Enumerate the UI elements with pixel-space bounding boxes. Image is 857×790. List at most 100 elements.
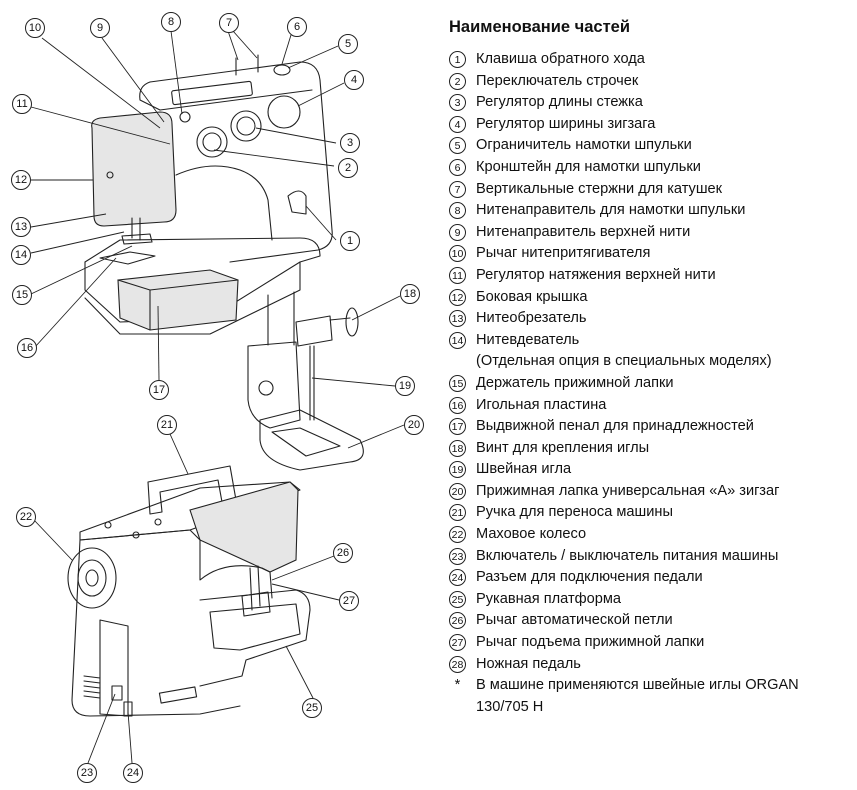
svg-text:23: 23 bbox=[81, 767, 93, 779]
legend-item-label: Держатель прижимной лапки bbox=[476, 374, 674, 391]
svg-text:26: 26 bbox=[337, 547, 349, 559]
legend-item-number: 1 bbox=[449, 51, 466, 68]
legend-item-number: 13 bbox=[449, 310, 466, 328]
svg-text:24: 24 bbox=[127, 767, 139, 779]
svg-text:27: 27 bbox=[343, 595, 355, 607]
legend-item-number: 14 bbox=[449, 331, 466, 349]
svg-text:9: 9 bbox=[97, 22, 103, 34]
callout-11: 11 bbox=[12, 94, 32, 114]
svg-text:5: 5 bbox=[345, 38, 351, 50]
callout-27: 27 bbox=[339, 591, 359, 611]
legend-item-number: 22 bbox=[449, 526, 466, 544]
callout-9: 9 bbox=[90, 18, 110, 38]
legend-item-number: 3 bbox=[449, 94, 466, 112]
callout-13: 13 bbox=[11, 217, 31, 237]
svg-text:17: 17 bbox=[153, 384, 165, 396]
legend-item: 1 Клавиша обратного хода bbox=[449, 49, 849, 71]
legend-item-label: Рычаг нитепритягивателя bbox=[476, 245, 651, 262]
legend-item-label: Регулятор длины стежка bbox=[476, 94, 643, 111]
legend-item: 5 Ограничитель намотки шпульки bbox=[449, 135, 849, 157]
callout-17: 17 bbox=[149, 380, 169, 400]
callout-14: 14 bbox=[11, 245, 31, 265]
legend-item: 4 Регулятор ширины зигзага bbox=[449, 114, 849, 136]
svg-text:1: 1 bbox=[347, 235, 353, 247]
legend-item-label: Регулятор натяжения верхней нити bbox=[476, 266, 716, 283]
svg-text:19: 19 bbox=[399, 380, 411, 392]
callout-7: 7 bbox=[219, 13, 239, 33]
legend-item-number: 20 bbox=[449, 482, 466, 500]
legend-item: 3 Регулятор длины стежка bbox=[449, 92, 849, 114]
callout-6: 6 bbox=[287, 17, 307, 37]
svg-text:2: 2 bbox=[345, 162, 351, 174]
legend-item-number: 9 bbox=[449, 223, 466, 241]
legend-item-number: 23 bbox=[449, 547, 466, 565]
callout-1: 1 bbox=[340, 231, 360, 251]
legend-item-label: Ограничитель намотки шпульки bbox=[476, 137, 692, 154]
legend-item-label: Ножная педаль bbox=[476, 655, 581, 672]
svg-text:7: 7 bbox=[226, 17, 232, 29]
legend-item-number: 6 bbox=[449, 158, 466, 176]
footnote: * В машине применяются швейные иглы ORGA… bbox=[449, 675, 849, 718]
callout-10: 10 bbox=[25, 18, 45, 38]
parts-list: 1 Клавиша обратного хода 2 Переключатель ст… bbox=[449, 49, 849, 675]
legend-item-number: 16 bbox=[449, 396, 466, 414]
legend-title: Наименование частей bbox=[449, 18, 630, 36]
legend-item-number: 8 bbox=[449, 202, 466, 220]
svg-text:4: 4 bbox=[351, 74, 357, 86]
legend-item-number: 5 bbox=[449, 137, 466, 155]
legend-item-label: Нитенаправитель верхней нити bbox=[476, 223, 691, 240]
svg-text:20: 20 bbox=[408, 419, 420, 431]
legend-item-label: Разъем для подключения педали bbox=[476, 569, 703, 586]
parts-legend: Наименование частей 1 Клавиша обратного х… bbox=[449, 18, 849, 718]
legend-item-number: 7 bbox=[449, 180, 466, 198]
legend-item: 27 Рычаг подъема прижимной лапки bbox=[449, 632, 849, 654]
footnote-text: В машине применяются швейные иглы ORGAN … bbox=[476, 677, 799, 715]
legend-item-number: 4 bbox=[449, 115, 466, 133]
legend-item-label: Включатель / выключатель питания машины bbox=[476, 547, 779, 564]
legend-item-number: 2 bbox=[449, 72, 466, 90]
legend-item: 15 Держатель прижимной лапки bbox=[449, 373, 849, 395]
svg-text:25: 25 bbox=[306, 702, 318, 714]
legend-item-number: 27 bbox=[449, 634, 466, 652]
callout-8: 8 bbox=[161, 12, 181, 32]
legend-item-number: 21 bbox=[449, 504, 466, 522]
leader-lines bbox=[30, 30, 405, 764]
callout-23: 23 bbox=[77, 763, 97, 783]
legend-item-number: 28 bbox=[449, 655, 466, 673]
legend-item-label: Нитевдеватель (Отдельная опция в специал… bbox=[476, 331, 772, 370]
callout-3: 3 bbox=[340, 133, 360, 153]
callout-12: 12 bbox=[11, 170, 31, 190]
callout-18: 18 bbox=[400, 284, 420, 304]
svg-text:10: 10 bbox=[29, 22, 41, 34]
legend-item-label: Регулятор ширины зигзага bbox=[476, 115, 656, 132]
callout-19: 19 bbox=[395, 376, 415, 396]
callout-16: 16 bbox=[17, 338, 37, 358]
legend-item-label: Рукавная платформа bbox=[476, 590, 622, 607]
svg-text:14: 14 bbox=[15, 249, 27, 261]
callout-21: 21 bbox=[157, 415, 177, 435]
machine-front-view bbox=[84, 54, 333, 335]
legend-item: 9 Нитенаправитель верхней нити bbox=[449, 222, 849, 244]
callout-20: 20 bbox=[404, 415, 424, 435]
legend-item-label: Рычаг подъема прижимной лапки bbox=[476, 634, 705, 651]
svg-text:13: 13 bbox=[15, 221, 27, 233]
legend-item-label: Вертикальные стержни для катушек bbox=[476, 180, 723, 197]
vent-grille bbox=[83, 675, 101, 699]
legend-item-label: Клавиша обратного хода bbox=[476, 51, 645, 67]
svg-text:6: 6 bbox=[294, 21, 300, 33]
legend-item-number: 25 bbox=[449, 590, 466, 608]
legend-item-label: Боковая крышка bbox=[476, 288, 588, 305]
legend-item-number: 15 bbox=[449, 374, 466, 392]
svg-text:21: 21 bbox=[161, 419, 173, 431]
legend-item-label: Переключатель строчек bbox=[476, 72, 639, 89]
legend-item-label: Выдвижной пенал для принадлежностей bbox=[476, 418, 754, 435]
svg-text:12: 12 bbox=[15, 174, 27, 186]
